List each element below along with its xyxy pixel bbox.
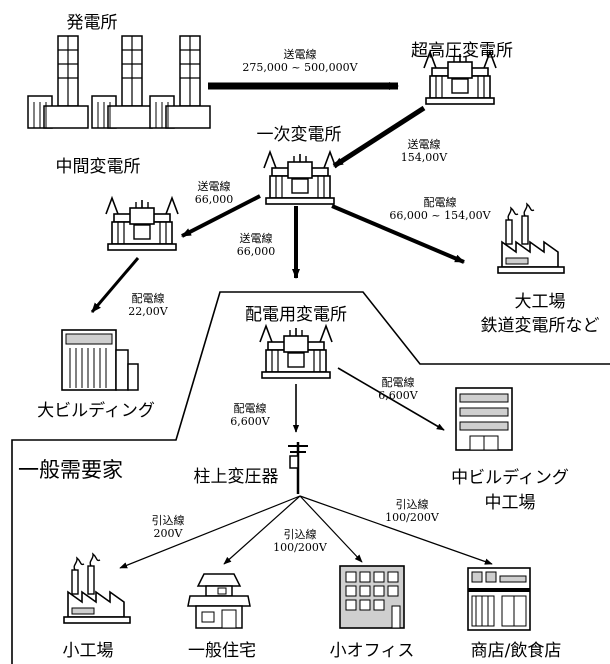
intermediate-substation-label: 中間変電所 [55, 157, 141, 177]
link-voltage: 100/200V [385, 511, 439, 524]
link-type: 配電線 [233, 402, 267, 415]
link-type: 引込線 [395, 498, 429, 511]
link-label-primary-distribution: 送電線 66,000 [237, 232, 276, 258]
shop-icon [467, 567, 531, 631]
link-type: 配電線 [131, 292, 165, 305]
small-factory-label: 小工場 [62, 641, 114, 661]
intermediate-substation-icon [105, 197, 179, 251]
house-icon [187, 573, 251, 629]
large-building-icon [61, 329, 139, 391]
pole-transformer-icon [288, 442, 308, 494]
distribution-substation-icon [259, 325, 333, 379]
pole-transformer-label: 柱上変圧器 [193, 467, 279, 487]
arrow-primary-to-intermediate [181, 194, 261, 238]
shop-label: 商店/飲食店 [470, 641, 562, 661]
link-label-ultra-primary: 送電線 154,00V [401, 138, 447, 164]
link-label-plant-ultra: 送電線 275,000 ~ 500,000V [242, 48, 357, 74]
link-label-pole-shop: 引込線 100/200V [385, 498, 439, 524]
large-factory-name: 大工場 [514, 292, 566, 312]
arrow-primary-to-large-factory [331, 204, 465, 264]
small-factory-icon [63, 553, 131, 624]
link-voltage: 6,600V [230, 415, 270, 428]
arrow-distribution-to-medium [337, 367, 445, 431]
link-label-distribution-medium: 配電線 6,600V [378, 376, 417, 402]
link-label-primary-large-factory: 配電線 66,000 ~ 154,00V [389, 196, 490, 222]
general-consumers-label: 一般需要家 [18, 458, 123, 482]
region-boundary [11, 291, 610, 664]
power-plant-icon [27, 35, 211, 129]
arrow-ultra-to-primary [332, 105, 426, 169]
link-label-pole-house-office: 引込線 100/200V [273, 528, 327, 554]
link-type: 送電線 [239, 232, 273, 245]
link-voltage: 100/200V [273, 541, 327, 554]
small-office-label: 小オフィス [329, 641, 415, 661]
large-factory-icon [497, 203, 565, 274]
large-building-label: 大ビルディング [37, 401, 155, 421]
link-type: 配電線 [423, 196, 457, 209]
medium-building-label: 中ビルディング 中工場 [451, 466, 569, 516]
arrow-pole-to-house [223, 495, 301, 565]
link-type: 送電線 [407, 138, 441, 151]
primary-substation-icon [263, 151, 337, 205]
link-voltage: 275,000 ~ 500,000V [242, 61, 358, 74]
medium-factory-name: 中工場 [484, 493, 536, 513]
distribution-substation-label: 配電用変電所 [245, 305, 347, 325]
link-voltage: 66,000 [236, 245, 276, 258]
medium-building-icon [455, 387, 513, 451]
link-label-intermediate-building: 配電線 22,00V [128, 292, 167, 318]
railway-substation-name: 鉄道変電所など [480, 316, 600, 336]
link-type: 引込線 [151, 514, 185, 527]
arrow-pole-to-small-factory [119, 495, 301, 569]
link-voltage: 6,600V [378, 389, 418, 402]
link-voltage: 66,000 [194, 193, 234, 206]
link-label-distribution-pole: 配電線 6,600V [230, 402, 269, 428]
link-voltage: 22,00V [128, 305, 168, 318]
link-voltage: 154,00V [400, 151, 448, 164]
ultra-high-substation-label: 超高圧変電所 [411, 41, 513, 61]
link-type: 送電線 [283, 48, 317, 61]
arrow-pole-to-office [299, 495, 363, 563]
medium-building-name: 中ビルディング [451, 468, 569, 488]
link-voltage: 200V [153, 527, 183, 540]
primary-substation-label: 一次変電所 [256, 125, 342, 145]
house-label: 一般住宅 [188, 641, 256, 661]
link-type: 引込線 [283, 528, 317, 541]
link-label-primary-intermediate: 送電線 66,000 [195, 180, 234, 206]
large-factory-label: 大工場 鉄道変電所など [481, 290, 600, 338]
office-icon [339, 565, 405, 629]
link-voltage: 66,000 ~ 154,00V [389, 209, 491, 222]
power-plant-label: 発電所 [66, 13, 118, 33]
link-label-pole-small-factory: 引込線 200V [152, 514, 185, 540]
arrow-intermediate-to-building [90, 257, 140, 313]
link-type: 送電線 [197, 180, 231, 193]
link-type: 配電線 [381, 376, 415, 389]
arrow-pole-to-shop [299, 495, 493, 565]
